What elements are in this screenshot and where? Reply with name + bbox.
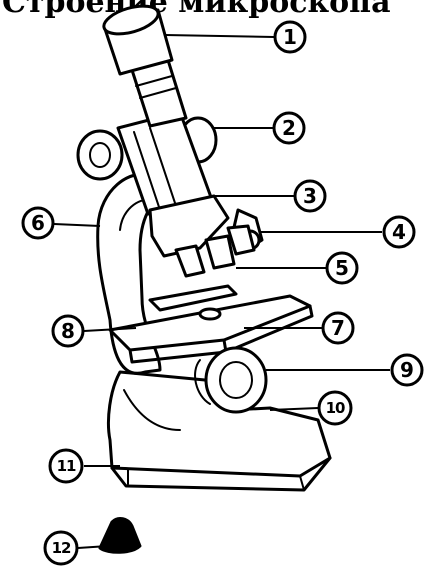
svg-text:4: 4: [392, 220, 406, 244]
callout-11: 11: [50, 450, 82, 482]
callout-9: 9: [392, 355, 422, 385]
callout-8: 8: [53, 316, 83, 346]
svg-text:5: 5: [335, 256, 349, 280]
callout-2: 2: [274, 113, 304, 143]
svg-text:2: 2: [282, 116, 296, 140]
eyepiece: [101, 1, 172, 74]
spare-cone-part: [100, 519, 140, 553]
svg-text:7: 7: [331, 316, 345, 340]
callout-3: 3: [295, 181, 325, 211]
callout-10: 10: [319, 392, 351, 424]
callout-7: 7: [323, 313, 353, 343]
callout-1: 1: [275, 22, 305, 52]
callout-5: 5: [327, 253, 357, 283]
svg-text:9: 9: [400, 358, 414, 382]
coarse-focus-knob: [78, 131, 122, 179]
callout-6: 6: [23, 208, 53, 238]
svg-text:8: 8: [61, 319, 75, 343]
callout-4: 4: [384, 217, 414, 247]
svg-text:11: 11: [57, 457, 76, 475]
svg-text:1: 1: [283, 25, 297, 49]
svg-text:10: 10: [326, 399, 345, 417]
svg-text:12: 12: [52, 539, 71, 557]
svg-text:3: 3: [303, 184, 317, 208]
svg-text:6: 6: [31, 211, 45, 235]
callout-12: 12: [45, 532, 77, 564]
